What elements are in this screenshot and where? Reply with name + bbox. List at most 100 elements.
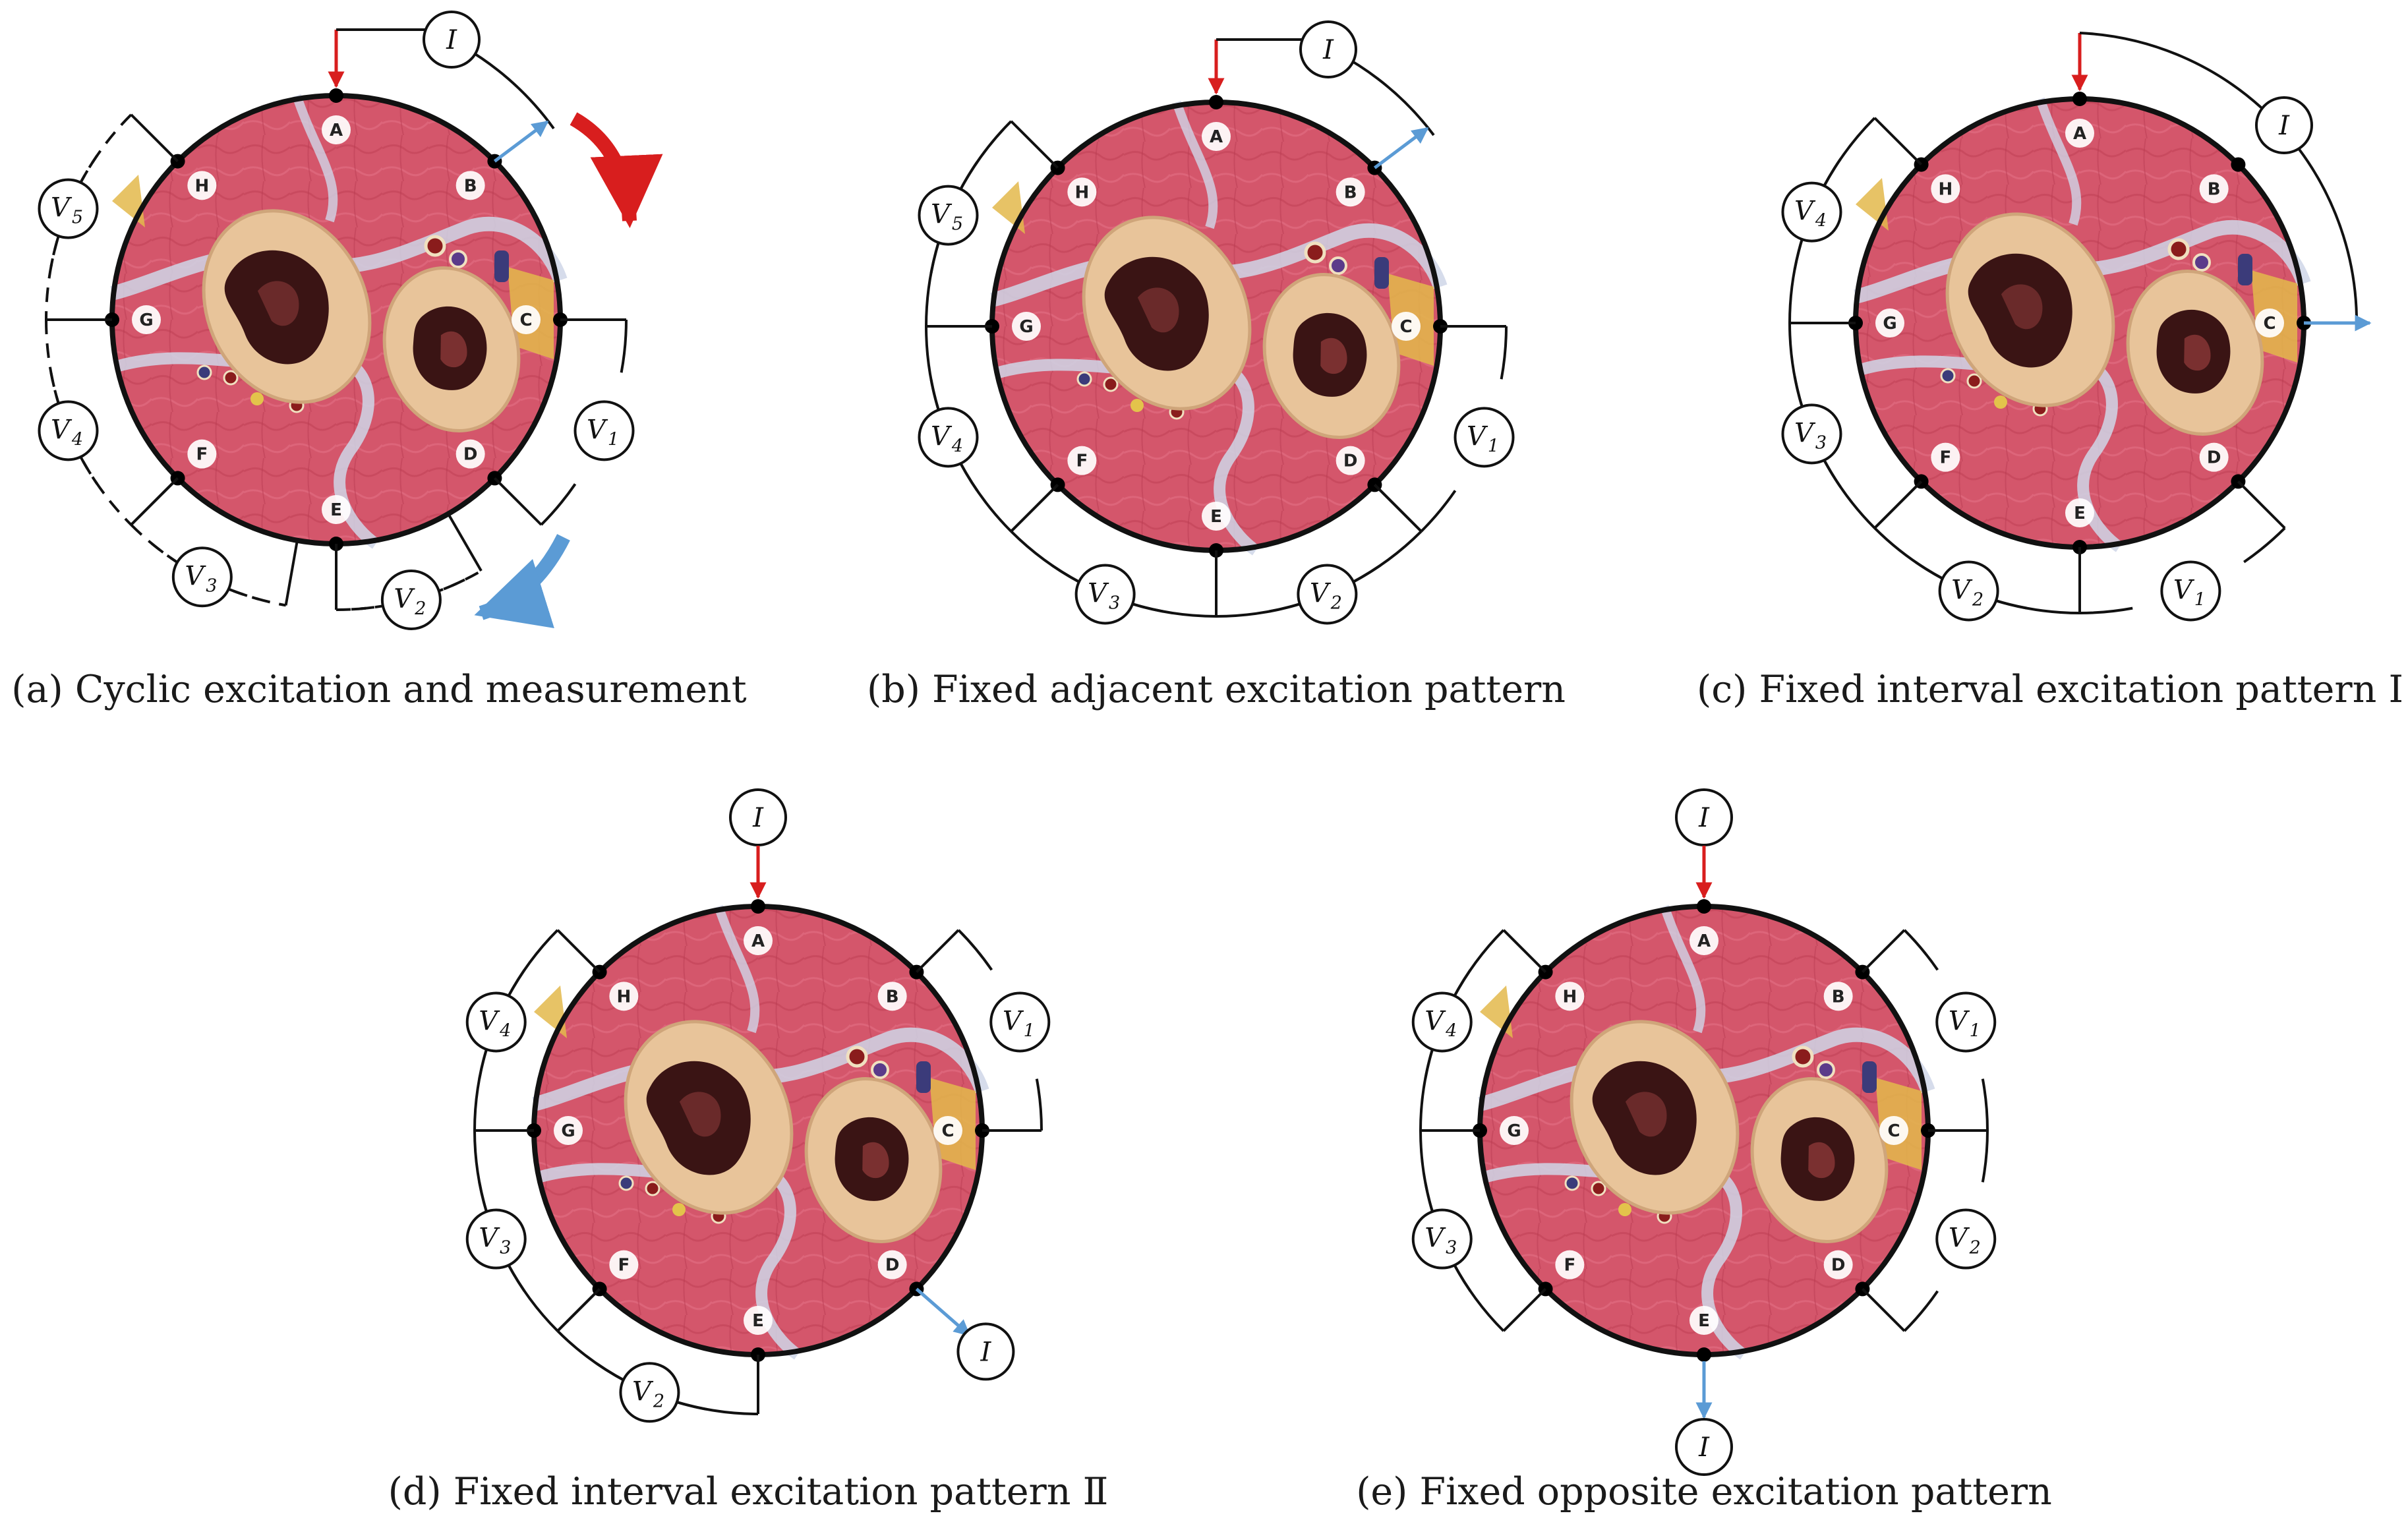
electrode-dot — [751, 899, 765, 914]
voltmeter-subscript: 2 — [414, 599, 426, 619]
measurement-wire — [2243, 527, 2286, 564]
electrode-badge — [1336, 177, 1365, 207]
rotation-arrow — [474, 534, 570, 628]
current-label: I — [1698, 803, 1710, 833]
current-source-symbol: I — [1675, 788, 1733, 846]
current-source-symbol: I — [423, 11, 481, 69]
panel-caption: (b) Fixed adjacent excitation pattern — [867, 668, 1566, 711]
electrode-badge — [322, 495, 351, 524]
electrode-badge — [1879, 1116, 1908, 1145]
voltmeter-label: V — [587, 415, 608, 445]
measurement-lead — [916, 929, 960, 973]
measurement-lead — [130, 477, 179, 526]
voltmeter-subscript: 5 — [952, 214, 963, 235]
measurement-lead — [1873, 481, 1922, 529]
panel-caption: (d) Fixed interval excitation pattern Ⅱ — [388, 1470, 1109, 1513]
electrode-label-g: G — [139, 310, 153, 330]
electrode-badge — [322, 115, 351, 144]
current-source-symbol: I — [729, 788, 787, 846]
voltmeter-subscript: 4 — [951, 436, 963, 456]
extraction-arrow — [1373, 127, 1429, 169]
current-label: I — [1322, 35, 1334, 65]
voltmeter-label: V — [2173, 575, 2195, 606]
current-label: I — [446, 25, 457, 55]
electrode-badge — [1555, 982, 1585, 1011]
voltmeter-subscript: 1 — [608, 429, 619, 450]
electrode-badge — [877, 1250, 907, 1279]
measurement-lead — [284, 540, 299, 606]
voltmeter-subscript: 1 — [1024, 1020, 1035, 1041]
electrode-badge — [1555, 1250, 1585, 1279]
voltmeter-label: V — [1088, 579, 1109, 609]
measurement-lead — [2237, 481, 2286, 529]
current-label: I — [2278, 111, 2290, 141]
electrode-label-e: E — [2074, 504, 2086, 523]
voltmeter-label: V — [1794, 418, 1816, 448]
electrode-label-g: G — [1507, 1121, 1521, 1141]
voltmeter-subscript: 1 — [2194, 590, 2206, 610]
measurement-lead — [1502, 929, 1546, 973]
extraction-arrow — [493, 120, 549, 163]
current-source-symbol: I — [1675, 1418, 1733, 1476]
electrode-label-f: F — [196, 445, 208, 465]
measurement-lead — [494, 477, 543, 526]
electrode-label-e: E — [1210, 507, 1222, 527]
electrode-label-h: H — [194, 176, 209, 196]
voltmeter-label: V — [51, 193, 73, 223]
measurement-lead — [447, 513, 483, 572]
voltmeter-subscript: 2 — [1972, 590, 1983, 610]
electrode-label-a: A — [1697, 931, 1711, 951]
electrode-dot — [1697, 899, 1711, 914]
voltmeter-label: V — [1951, 575, 1973, 606]
voltmeter-label: V — [632, 1376, 654, 1407]
measurement-lead — [1502, 1288, 1546, 1332]
electrode-badge — [1067, 177, 1097, 207]
measurement-wire — [351, 570, 482, 611]
electrode-badge — [933, 1116, 962, 1145]
voltmeter-label: V — [1467, 421, 1488, 452]
voltmeter-label: V — [51, 415, 73, 445]
measurement-wire — [1903, 929, 1939, 971]
measurement-lead — [1862, 929, 1906, 973]
voltmeter-label: V — [1949, 1006, 1970, 1036]
electrode-badge — [2255, 309, 2284, 338]
electrode-badge — [2065, 498, 2094, 527]
electrode-label-e: E — [752, 1311, 764, 1331]
electrode-label-a: A — [1210, 127, 1223, 147]
current-label: I — [980, 1337, 992, 1367]
electrode-dot — [2231, 157, 2246, 172]
measurement-lead — [1873, 117, 1922, 165]
electrode-label-b: B — [464, 176, 477, 196]
electrode-label-a: A — [751, 931, 765, 951]
electrode-badge — [455, 171, 485, 200]
electrode-badge — [2065, 119, 2094, 148]
current-label: I — [1698, 1432, 1710, 1463]
electrode-label-d: D — [463, 445, 478, 465]
electrode-label-d: D — [2207, 448, 2221, 468]
electrode-badge — [1931, 174, 1960, 204]
electrode-label-c: C — [519, 310, 532, 330]
measurement-wire — [45, 154, 99, 320]
electrode-label-g: G — [1883, 314, 1896, 334]
electrode-label-f: F — [1939, 448, 1951, 468]
electrode-dot — [1209, 95, 1223, 109]
electrode-label-f: F — [1076, 452, 1088, 471]
electrode-badge — [1823, 1250, 1853, 1279]
electrode-label-a: A — [330, 121, 343, 140]
measurement-wire — [1981, 1130, 1989, 1183]
electrode-label-a: A — [2073, 124, 2086, 144]
electrode-label-d: D — [1831, 1256, 1846, 1276]
